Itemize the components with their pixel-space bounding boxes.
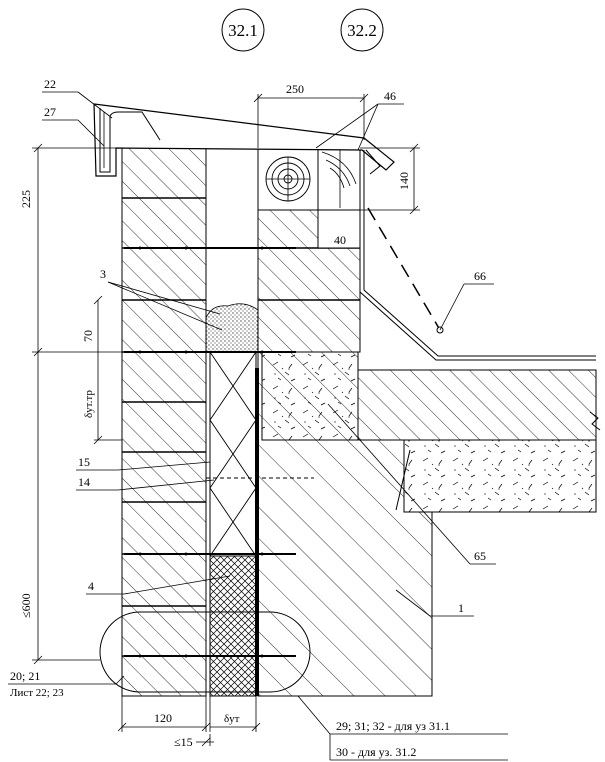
timber-block-right [317, 147, 361, 211]
node-label-left: 32.1 [221, 8, 265, 52]
dim-delta-ut-tr: δут.тр [83, 390, 95, 418]
dim-140: 140 [397, 172, 411, 190]
dim-600: ≤600 [19, 593, 33, 618]
timber-block-left [257, 147, 319, 211]
dim-delta-ut: δут [224, 713, 240, 725]
svg-text:32.2: 32.2 [347, 21, 377, 40]
reinforcement-mesh [124, 246, 296, 658]
dim-40: 40 [334, 233, 346, 247]
vapor-barrier [255, 368, 259, 696]
callout-ref-31-1: 29; 31; 32 - для уз 31.1 [336, 719, 450, 733]
callout-46: 46 [384, 89, 396, 103]
dim-120: 120 [154, 711, 172, 725]
roof-membrane [359, 150, 596, 361]
svg-text:32.1: 32.1 [228, 21, 258, 40]
callout-3: 3 [100, 267, 106, 281]
callout-sheet-ref: Лист 22; 23 [10, 687, 64, 699]
dimension-lines [32, 93, 420, 747]
callout-22: 22 [44, 77, 56, 91]
insulation-lower [209, 555, 257, 697]
callout-66: 66 [474, 269, 486, 283]
mortar-debris [205, 303, 259, 353]
labels: 250 225 140 40 70 δут.тр ≤600 120 δут ≤1… [10, 77, 486, 759]
insulation-upper [209, 351, 257, 557]
dim-70: 70 [81, 330, 95, 342]
callout-20-21: 20; 21 [10, 669, 40, 683]
dim-225: 225 [19, 190, 33, 208]
callout-ref-31-2: 30 - для уз. 31.2 [336, 745, 416, 759]
facing-brick-layer [121, 147, 207, 697]
callout-15: 15 [78, 455, 90, 469]
dim-250: 250 [286, 82, 304, 96]
concrete-lintel [261, 351, 359, 441]
callout-27: 27 [44, 105, 56, 119]
node-label-right: 32.2 [340, 8, 384, 52]
joint-zone-oval [99, 611, 311, 693]
floor-slab [357, 369, 601, 513]
leader-lines [8, 91, 508, 761]
dim-15: ≤15 [174, 735, 193, 749]
callout-14: 14 [78, 475, 90, 489]
callout-4: 4 [88, 579, 94, 593]
dashed-roof-line [367, 207, 444, 334]
parapet-flashing [93, 103, 395, 177]
callout-1: 1 [458, 601, 464, 615]
callout-65: 65 [474, 549, 486, 563]
